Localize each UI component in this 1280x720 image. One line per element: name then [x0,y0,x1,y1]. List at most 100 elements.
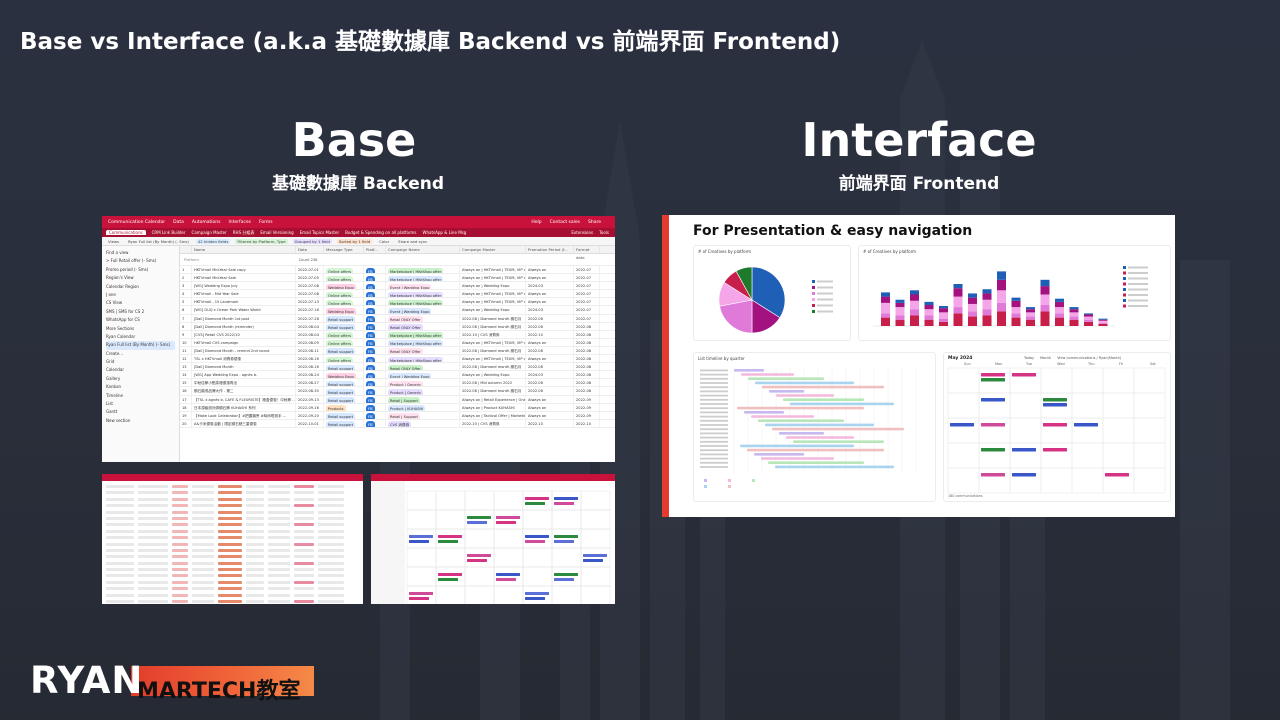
calendar-event[interactable] [981,448,1005,452]
calendar-event[interactable] [1043,448,1067,452]
day-cell[interactable] [1102,467,1135,494]
day-cell[interactable] [1040,467,1073,494]
menu-data[interactable]: Data [173,219,184,225]
calendar-event[interactable] [1043,423,1067,427]
sort-button[interactable]: Sorted by 1 field [336,238,373,244]
menu-forms[interactable]: Forms [258,219,273,225]
tab-rhs[interactable]: RHS 分組表 [232,229,255,235]
calendar-event[interactable] [1012,473,1036,477]
filter-button[interactable]: Filtered by Platform, Type [235,238,288,244]
extensions-button[interactable]: Extensions [571,230,594,235]
day-cell[interactable] [1102,442,1135,469]
sidebar-item[interactable]: Gallery [106,375,121,381]
sidebar-item[interactable]: Find a view [106,250,129,255]
today-button[interactable]: Today [1024,356,1035,360]
day-cell[interactable] [1071,367,1104,394]
day-cell[interactable] [1071,442,1104,469]
calendar-event[interactable] [981,398,1005,402]
table-row[interactable]: 14[WG] App Wedding Expo - agnès b.2022-0… [180,371,615,380]
sidebar-item[interactable]: Timeline [106,392,124,398]
day-cell[interactable] [1009,392,1042,419]
column-header[interactable]: Promotion Period (f... [526,246,574,253]
views-button[interactable]: Views [108,238,119,244]
calendar-event[interactable] [1012,373,1036,377]
sidebar-item[interactable]: Calendar Region [106,283,139,289]
sidebar-item[interactable]: New section [106,417,131,423]
hidden-fields-button[interactable]: 42 hidden fields [195,238,231,244]
sidebar-item[interactable]: Create... [106,350,124,356]
group-button[interactable]: Grouped by 1 field [292,238,332,244]
help-button[interactable]: Help [531,219,542,225]
calendar-event[interactable] [981,378,1005,382]
tab-budget[interactable]: Budget & Spending on all platforms [345,230,417,235]
calendar-event[interactable] [1043,403,1067,407]
day-cell[interactable] [1133,367,1166,394]
column-header[interactable]: Platf... [364,246,386,253]
calendar-event[interactable] [981,423,1005,427]
calendar-filter[interactable]: View communications / Ryan(Month) [1057,356,1122,360]
day-cell[interactable] [978,467,1011,494]
day-cell[interactable] [947,367,980,394]
sidebar-item[interactable]: > Full Retail offer (- Sms) [106,258,157,264]
column-header[interactable]: Name [192,246,296,253]
app-title[interactable]: Communication Calendar [108,219,166,225]
sidebar-item[interactable]: CS View [106,300,123,306]
calendar-event[interactable] [1012,448,1036,452]
day-cell[interactable] [978,442,1011,469]
sidebar-item[interactable]: J one [106,291,116,297]
sidebar-item[interactable]: More Sections [106,325,135,331]
day-cell[interactable] [1009,417,1042,444]
tab-whatsapp[interactable]: WhatsApp & Line Msg [422,230,467,235]
month-button[interactable]: Month [1040,356,1052,360]
column-header[interactable]: Date [296,246,324,253]
day-cell[interactable] [1102,417,1135,444]
day-cell[interactable] [1102,367,1135,394]
day-cell[interactable] [1040,417,1073,444]
calendar-event[interactable] [1105,473,1129,477]
calendar-event[interactable] [950,423,974,427]
sidebar-item[interactable]: Kanban [106,384,122,390]
calendar-event[interactable] [1074,423,1098,427]
table-row[interactable]: 11[Dall] Diamond Month - remind 2nd roun… [180,346,615,356]
day-cell[interactable] [978,417,1011,444]
share-button[interactable]: Share [588,219,601,225]
day-cell[interactable] [947,442,980,469]
table-row[interactable]: 19【Make Look Celebration】#把握機會 #時尚唔到手 …2… [180,411,615,420]
day-cell[interactable] [1071,392,1104,419]
day-cell[interactable] [947,392,980,419]
day-cell[interactable] [978,392,1011,419]
sidebar-item[interactable]: Promo period (- Sms) [106,266,149,272]
tab-crm-link-builder[interactable]: CRM Link Builder [151,230,186,235]
calendar-event[interactable] [981,373,1005,377]
share-sync-button[interactable]: Share and sync [398,238,428,244]
sidebar-item[interactable]: Gantt [106,409,118,415]
sidebar-item[interactable]: Calendar [106,367,124,373]
sidebar-item[interactable]: SMS | SMS for CS 2 [106,308,145,314]
column-header[interactable]: Campaign Name [386,246,460,253]
day-cell[interactable] [947,417,980,444]
sidebar-item[interactable]: List [106,401,113,407]
calendar-event[interactable] [981,473,1005,477]
day-cell[interactable] [1009,367,1042,394]
tab-email-versioning[interactable]: Email Versioning [260,230,294,235]
column-header[interactable]: Campaign Master [460,246,526,253]
tab-email-topics[interactable]: Email Topics Master [299,230,340,235]
current-view-button[interactable]: Ryan Full list (By Month) (- Sms) [128,238,189,244]
day-cell[interactable] [1009,467,1042,494]
day-cell[interactable] [1071,467,1104,494]
menu-interfaces[interactable]: Interfaces [228,219,251,225]
table-row[interactable]: 8[Dall] Diamond Month (reminder)2022-08-… [180,322,615,331]
sidebar-item[interactable]: Ryan Calendar [106,333,136,339]
